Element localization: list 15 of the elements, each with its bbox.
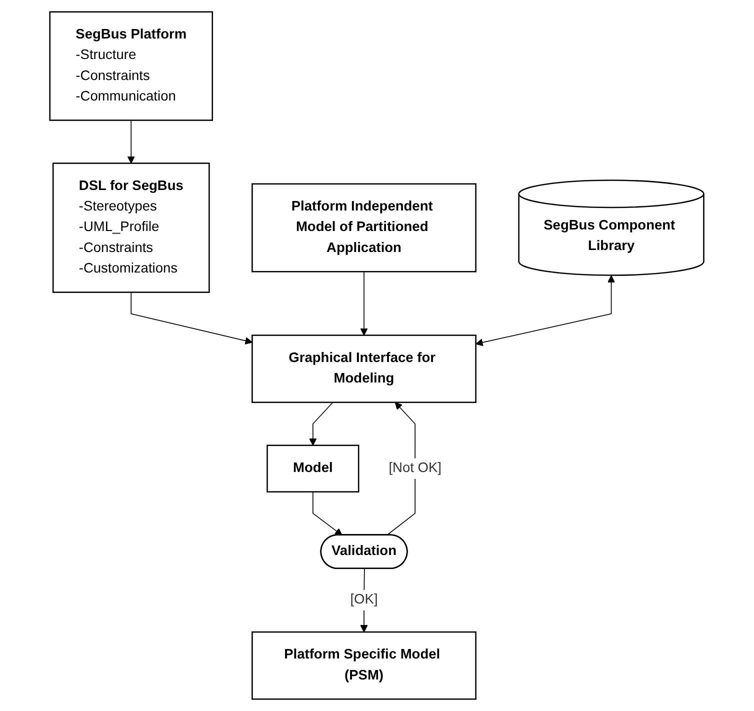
arrow — [130, 292, 253, 344]
arrow — [360, 271, 368, 336]
arrow — [309, 402, 334, 446]
node-box — [252, 334, 477, 404]
node-box — [52, 162, 210, 293]
arrow — [312, 491, 343, 536]
edge-label: [Not OK] — [388, 460, 442, 476]
arrow — [476, 275, 616, 346]
node-box — [49, 11, 214, 121]
edge-label: [OK] — [350, 592, 378, 608]
node-box — [252, 631, 477, 700]
node-box — [252, 183, 477, 272]
node-box — [266, 444, 360, 492]
flowchart-diagram: [Not OK] [OK] SegBus Platform -Structure -Constraints -Communication DSL for SegBus -Stereotypes -UML_Profile -Constraints -Customizations Platform Independent Model of Partitioned Application SegBus Component Library Graphical Interface for Modeling Model Validation Platform Specific Model (PSM) — [43, 5, 711, 706]
arrow — [128, 120, 136, 164]
